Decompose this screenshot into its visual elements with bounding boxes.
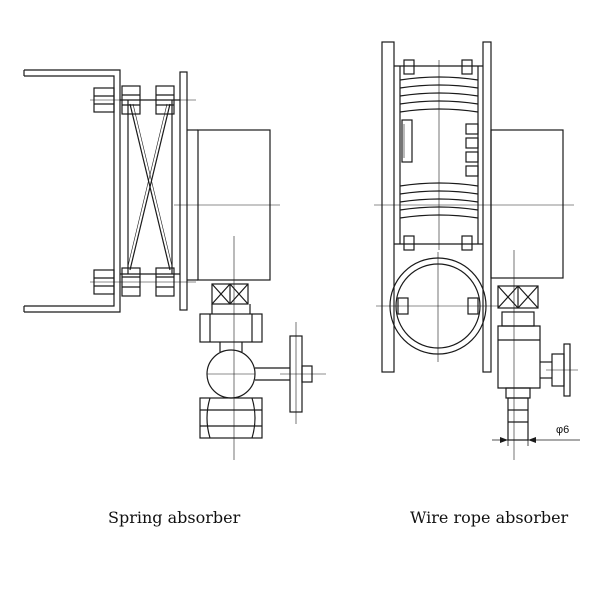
handwheel — [280, 322, 326, 424]
wire-rope-absorber-figure — [374, 41, 580, 460]
spring-absorber-caption: Spring absorber — [108, 508, 241, 527]
wire-rope-absorber-caption: Wire rope absorber — [410, 508, 569, 527]
valve-body — [206, 342, 290, 399]
left-side-plate — [381, 41, 395, 373]
clamp-bolts — [374, 59, 574, 251]
hex-connector — [199, 304, 263, 343]
bottom-nut — [199, 397, 263, 439]
spring-absorber-figure — [23, 69, 326, 460]
wire-rope-ring — [376, 252, 500, 362]
bottom-stem — [505, 387, 531, 441]
c-channel-bracket — [23, 69, 121, 313]
top-bolt-row — [90, 85, 196, 115]
dimension-line — [492, 432, 580, 446]
instrument-housing — [174, 129, 280, 460]
instrument-housing-right — [490, 129, 564, 279]
bottom-bolt-row — [90, 267, 196, 297]
side-handle — [546, 343, 578, 397]
right-side-plate — [482, 41, 492, 373]
dimension-label: φ6 — [556, 424, 570, 436]
valve-body-right — [497, 311, 552, 389]
mounting-plate — [179, 71, 188, 311]
spring-cage — [120, 99, 180, 275]
cross-fitting-right — [497, 250, 539, 460]
cross-fitting — [211, 283, 249, 305]
